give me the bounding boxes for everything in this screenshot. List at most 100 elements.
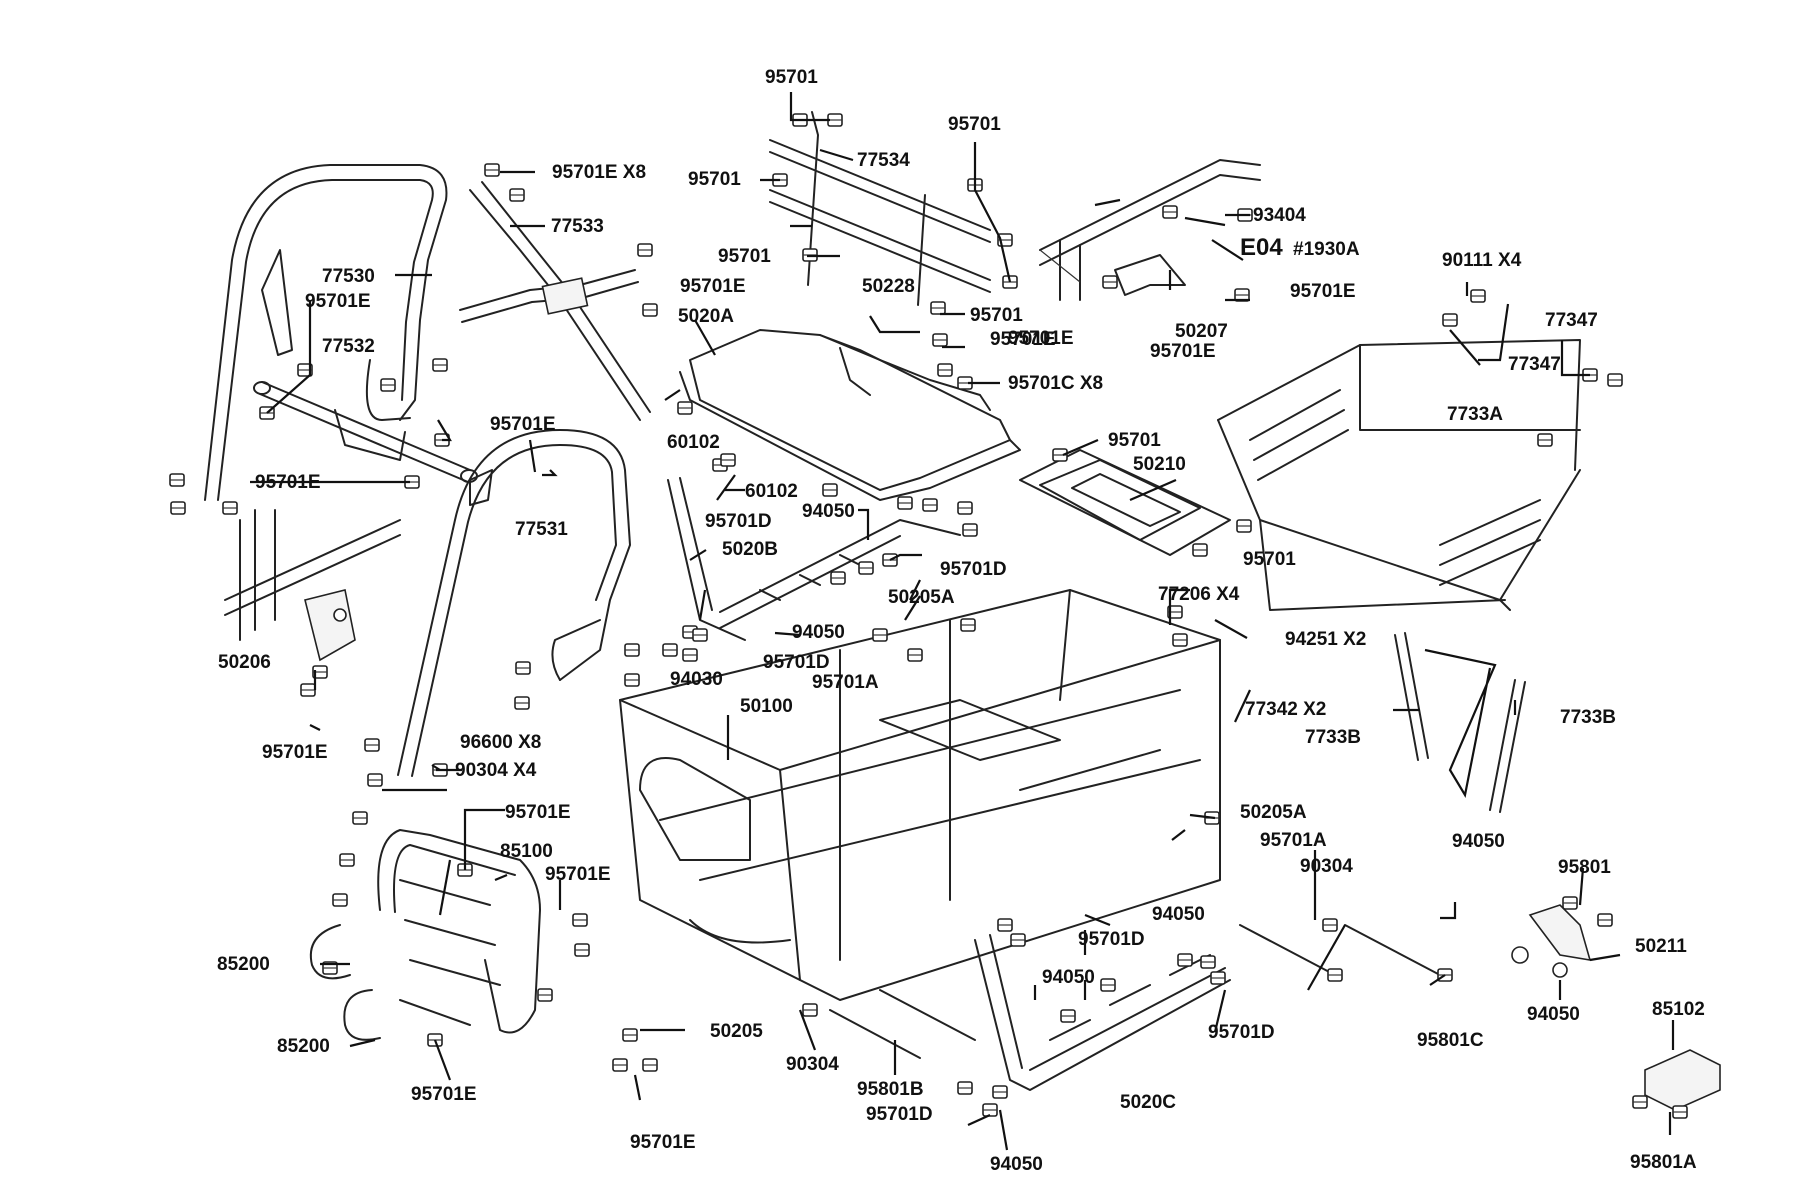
callout-E04: E04 bbox=[1240, 234, 1283, 261]
callout-95701E-k: 95701E bbox=[411, 1084, 477, 1105]
callout-94050-d: 94050 bbox=[1152, 904, 1205, 925]
callout-85200-upper: 85200 bbox=[217, 954, 270, 975]
callout-95801: 95801 bbox=[1558, 857, 1611, 878]
callout-94050-g: 94050 bbox=[990, 1154, 1043, 1175]
callout-94050-c: 94050 bbox=[1452, 831, 1505, 852]
callout-95701E-cage: 95701E bbox=[305, 291, 371, 312]
callout-94050-b: 94050 bbox=[792, 622, 845, 643]
callout-95701A-b: 95701A bbox=[1260, 830, 1327, 851]
callout-5020A: 5020A bbox=[678, 306, 734, 327]
callout-95701E-i: 95701E bbox=[505, 802, 571, 823]
callout-94050-a: 94050 bbox=[802, 501, 855, 522]
callout-94050-f: 94050 bbox=[1527, 1004, 1580, 1025]
callout-90304-a: 90304 bbox=[1300, 856, 1353, 877]
callout-95701-right: 95701 bbox=[948, 114, 1001, 135]
leader-lines bbox=[250, 92, 1675, 1151]
roof-cross-brace bbox=[459, 181, 651, 421]
callout-90111-X4: 90111 X4 bbox=[1442, 250, 1522, 271]
callout-95701-c: 95701 bbox=[1108, 430, 1161, 451]
callout-labels: 95701 77534 95701 95701 95701E X8 77533 … bbox=[217, 67, 1705, 1175]
side-frame-section bbox=[224, 509, 401, 662]
skid-plate-50210 bbox=[1019, 449, 1231, 556]
callout-5020B: 5020B bbox=[722, 539, 778, 560]
callout-85200-lower: 85200 bbox=[277, 1036, 330, 1057]
callout-95701-d: 95701 bbox=[1243, 549, 1296, 570]
rear-subframe-5020C bbox=[974, 934, 1231, 1091]
callout-95701E-j: 95701E bbox=[545, 864, 611, 885]
main-chassis bbox=[619, 589, 1221, 1001]
callout-95701E-l: 95701E bbox=[630, 1132, 696, 1153]
callout-7733B-right: 7733B bbox=[1560, 707, 1616, 728]
callout-77206-X4: 77206 X4 bbox=[1158, 584, 1240, 605]
callout-60102-a: 60102 bbox=[667, 432, 720, 453]
callout-50207: 50207 bbox=[1175, 321, 1228, 342]
callout-50205A-b: 50205A bbox=[1240, 802, 1307, 823]
callout-95701A-a: 95701A bbox=[812, 672, 879, 693]
callout-7733B-left: 7733B bbox=[1305, 727, 1361, 748]
callout-95701E-d: 95701E bbox=[1150, 341, 1216, 362]
callout-50205: 50205 bbox=[710, 1021, 763, 1042]
roll-bar-front bbox=[204, 164, 448, 501]
callout-95801A: 95801A bbox=[1630, 1152, 1697, 1173]
callout-94050-e: 94050 bbox=[1042, 967, 1095, 988]
callout-95801B: 95801B bbox=[857, 1079, 924, 1100]
callout-94030: 94030 bbox=[670, 669, 723, 690]
front-bumper-85100 bbox=[377, 829, 541, 1034]
callout-7733A: 7733A bbox=[1447, 404, 1503, 425]
callout-96600-X8: 96600 X8 bbox=[460, 732, 541, 753]
callout-95701-top: 95701 bbox=[765, 67, 818, 88]
callout-50206: 50206 bbox=[218, 652, 271, 673]
callout-1930A: #1930A bbox=[1293, 239, 1360, 260]
roll-bar-rear bbox=[397, 429, 631, 777]
plate-85102 bbox=[1644, 1049, 1721, 1111]
callout-95701D-e: 95701D bbox=[1208, 1022, 1275, 1043]
callout-95701D-b: 95701D bbox=[940, 559, 1007, 580]
callout-95701D-c: 95701D bbox=[763, 652, 830, 673]
callout-95701C-X8: 95701C X8 bbox=[1008, 373, 1103, 394]
callout-77534: 77534 bbox=[857, 150, 910, 171]
upper-cross-member bbox=[1039, 159, 1261, 301]
bracket-50211 bbox=[1511, 904, 1592, 978]
callout-95701-b: 95701 bbox=[970, 305, 1023, 326]
callout-5020C: 5020C bbox=[1120, 1092, 1176, 1113]
callout-95701-left: 95701 bbox=[688, 169, 741, 190]
callout-50210: 50210 bbox=[1133, 454, 1186, 475]
callout-90304-b: 90304 bbox=[786, 1054, 839, 1075]
tow-hook-upper bbox=[309, 924, 351, 980]
callout-77342-X2: 77342 X2 bbox=[1245, 699, 1326, 720]
callout-95701D-a: 95701D bbox=[705, 511, 772, 532]
callout-50211: 50211 bbox=[1635, 936, 1687, 957]
callout-95701E-b: 95701E bbox=[1290, 281, 1356, 302]
callout-77347-mid: 77347 bbox=[1508, 354, 1561, 375]
callout-93404: 93404 bbox=[1253, 205, 1306, 226]
callout-85100: 85100 bbox=[500, 841, 553, 862]
callout-95701E-X8: 95701E X8 bbox=[552, 162, 646, 183]
callout-95701D-f: 95701D bbox=[866, 1104, 933, 1125]
callout-50205A-a: 50205A bbox=[888, 587, 955, 608]
front-subframe-5020A bbox=[679, 329, 1021, 501]
callout-95701E-g: 95701E bbox=[255, 472, 321, 493]
callout-95701E-h: 95701E bbox=[262, 742, 328, 763]
cargo-box-struts bbox=[1394, 632, 1526, 813]
cargo-box bbox=[1217, 339, 1581, 611]
callout-77347-top: 77347 bbox=[1545, 310, 1598, 331]
callout-95801C: 95801C bbox=[1417, 1030, 1484, 1051]
callout-77531: 77531 bbox=[515, 519, 568, 540]
callout-77530: 77530 bbox=[322, 266, 375, 287]
long-bolts-95801 bbox=[829, 924, 1441, 1059]
callout-95701-frame: 95701 bbox=[718, 246, 771, 267]
callout-95701D-d: 95701D bbox=[1078, 929, 1145, 950]
lower-cross-bar bbox=[253, 381, 478, 483]
callout-95701E-f: 95701E bbox=[490, 414, 556, 435]
callout-50100: 50100 bbox=[740, 696, 793, 717]
callout-77533: 77533 bbox=[551, 216, 604, 237]
callout-95701E-e: 95701E bbox=[1008, 328, 1074, 349]
callout-60102-b: 60102 bbox=[745, 481, 798, 502]
callout-90304-X4: 90304 X4 bbox=[455, 760, 537, 781]
callout-94251-X2: 94251 X2 bbox=[1285, 629, 1366, 650]
callout-50228: 50228 bbox=[862, 276, 915, 297]
callout-77532: 77532 bbox=[322, 336, 375, 357]
tow-hook-lower bbox=[343, 989, 381, 1041]
callout-95701E-a: 95701E bbox=[680, 276, 746, 297]
